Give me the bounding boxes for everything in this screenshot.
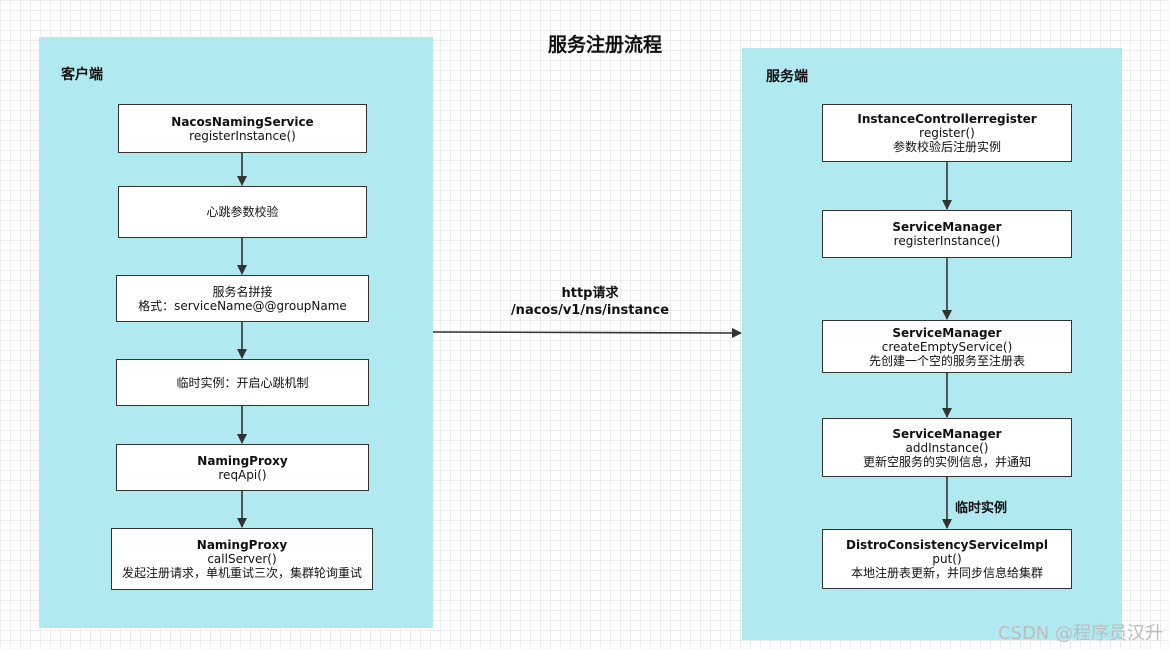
box-title: DistroConsistencyServiceImpl (845, 538, 1049, 552)
flow-box-service-manager-register-instance: ServiceManager registerInstance() (822, 210, 1072, 258)
box-text: 参数校验后注册实例 (892, 140, 1001, 154)
box-method: createEmptyService() (881, 339, 1013, 354)
flow-box-service-manager-add-instance: ServiceManager addInstance() 更新空服务的实例信息，… (822, 418, 1072, 477)
http-request-method: http请求 (561, 286, 619, 301)
box-method: callServer() (207, 552, 277, 566)
flow-box-distro-consistency-service: DistroConsistencyServiceImpl put() 本地注册表… (822, 529, 1072, 589)
flow-box-naming-proxy-reqapi: NamingProxy reqApi() (116, 444, 369, 491)
box-title: ServiceManager (892, 325, 1002, 340)
flow-box-heartbeat-param-check: 心跳参数校验 (118, 186, 367, 238)
box-method: reqApi() (218, 467, 267, 482)
watermark: CSDN @程序员汉升 (997, 623, 1163, 644)
box-method: addInstance() (905, 440, 989, 455)
box-method: register() (919, 126, 975, 140)
box-text: 本地注册表更新，并同步信息给集群 (850, 566, 1043, 580)
box-text: 发起注册请求，单机重试三次，集群轮询重试 (121, 566, 362, 580)
box-title: NamingProxy (196, 538, 288, 552)
box-text: 临时实例：开启心跳机制 (176, 375, 309, 390)
page-title: 服务注册流程 (547, 34, 662, 56)
box-text: 先创建一个空的服务至注册表 (868, 353, 1025, 368)
server-panel-label: 服务端 (766, 69, 808, 85)
client-panel-label: 客户端 (61, 67, 103, 83)
flow-box-nacos-naming-service: NacosNamingService registerInstance() (118, 104, 367, 153)
box-title: ServiceManager (892, 220, 1002, 234)
box-title: NacosNamingService (171, 114, 314, 129)
box-text: 服务名拼接 (212, 284, 273, 299)
ephemeral-instance-edge-label: 临时实例 (955, 501, 1008, 516)
flow-box-ephemeral-heartbeat: 临时实例：开启心跳机制 (116, 359, 369, 406)
http-request-label: http请求 /nacos/v1/ns/instance (500, 285, 680, 319)
box-method: registerInstance() (189, 128, 296, 143)
box-method: put() (932, 552, 962, 566)
arrow-http-request (432, 327, 742, 338)
flow-box-service-manager-create-empty-service: ServiceManager createEmptyService() 先创建一… (822, 320, 1072, 373)
box-title: InstanceControllerregister (857, 112, 1037, 126)
box-text: 更新空服务的实例信息，并通知 (862, 454, 1031, 469)
box-method: registerInstance() (893, 234, 1001, 248)
flow-box-service-name-join: 服务名拼接 格式：serviceName@@groupName (116, 275, 369, 322)
box-text: 心跳参数校验 (206, 205, 279, 219)
box-title: NamingProxy (197, 453, 288, 468)
box-text: 格式：serviceName@@groupName (138, 298, 347, 313)
flow-box-instance-controller-register: InstanceControllerregister register() 参数… (822, 104, 1072, 162)
http-request-path: /nacos/v1/ns/instance (510, 303, 670, 318)
box-title: ServiceManager (892, 426, 1002, 441)
flow-box-naming-proxy-callserver: NamingProxy callServer() 发起注册请求，单机重试三次，集… (111, 528, 373, 590)
